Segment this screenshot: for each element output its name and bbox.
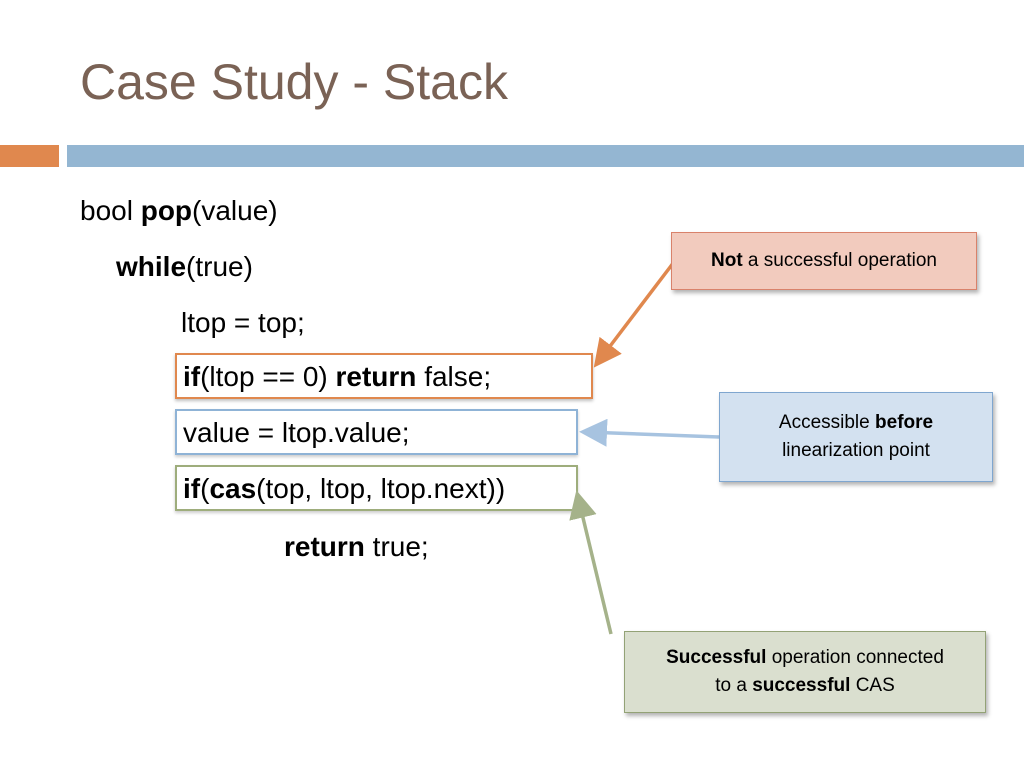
code-keyword-if: if xyxy=(183,473,201,504)
code-return-value: false; xyxy=(416,361,492,392)
code-line-signature: bool pop(value) xyxy=(80,193,278,229)
callout-line-1: Successful operation connected xyxy=(666,647,944,668)
code-paren: ( xyxy=(200,473,210,504)
code-keyword-cas: cas xyxy=(209,473,257,504)
code-return-value: true; xyxy=(364,531,429,562)
code-line-return-true: return true; xyxy=(284,529,429,565)
code-line-while: while(true) xyxy=(116,249,253,285)
code-keyword-while: while xyxy=(116,251,187,282)
callout-line-2: to a successful CAS xyxy=(715,675,895,696)
arrow-blue xyxy=(579,418,720,447)
code-keyword-if: if xyxy=(183,361,201,392)
arrow-orange xyxy=(593,260,676,368)
callout-not-successful: Not a successful operation xyxy=(671,232,977,290)
callout-bold-not: Not xyxy=(711,250,743,271)
code-line-if-return-false: if(ltop == 0) return false; xyxy=(175,353,593,399)
code-type: bool xyxy=(80,195,141,226)
callout-line-2: linearization point xyxy=(782,440,930,461)
code-params: (value) xyxy=(192,195,278,226)
code-line-if-cas: if(cas(top, ltop, ltop.next)) xyxy=(175,465,578,511)
accent-bar-blue xyxy=(67,145,1024,167)
callout-line-1: Accessible before xyxy=(778,412,934,433)
callout-successful-cas: Successful operation connected to a succ… xyxy=(624,631,986,713)
code-line-read-value: value = ltop.value; xyxy=(175,409,578,455)
accent-bar-orange xyxy=(0,145,59,167)
callout-accessible-before: Accessible before linearization point xyxy=(719,392,993,482)
code-condition: (true) xyxy=(186,251,253,282)
callout-text: a successful operation xyxy=(742,250,937,271)
slide-title: Case Study - Stack xyxy=(80,54,508,110)
code-line-assign-ltop: ltop = top; xyxy=(181,307,305,338)
code-function-name: pop xyxy=(140,195,193,226)
code-keyword-return: return xyxy=(335,361,417,392)
code-condition: (ltop == 0) xyxy=(200,361,336,392)
code-cas-args: (top, ltop, ltop.next)) xyxy=(256,473,506,504)
code-keyword-return: return xyxy=(284,531,365,562)
arrow-green xyxy=(569,490,613,635)
